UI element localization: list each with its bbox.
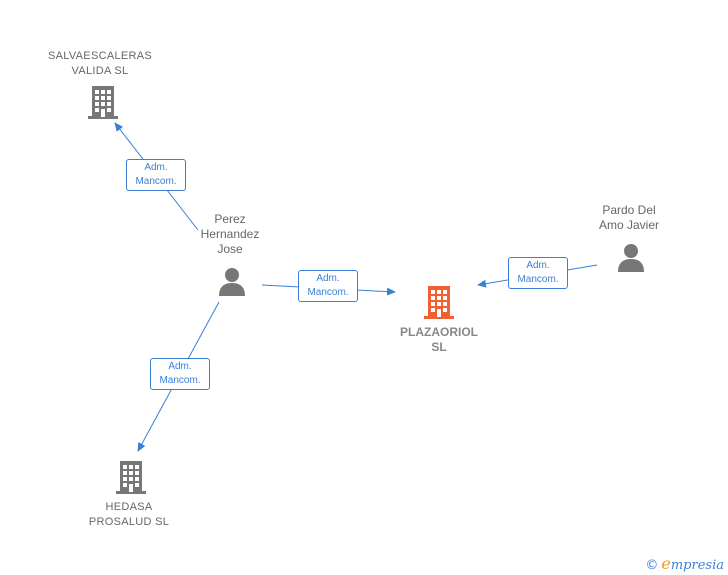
node-name-line: PROSALUD SL [88,516,170,528]
node-label-salvaescaleras: SALVAESCALERAS VALIDA SL [40,49,160,79]
node-name-line: HEDASA [105,501,153,513]
edge-label-perez-hedasa[interactable]: Adm. Mancom. [150,358,210,390]
edge-label-line: Mancom. [159,375,201,386]
brand-logo-text: mpresia [670,558,724,573]
node-label-perez: Perez Hernandez Jose [190,212,270,257]
node-name-line: PLAZAORIOL [400,325,478,339]
edge-label-line: Adm. [168,361,192,372]
node-name-line: SL [431,340,447,354]
node-name-line: Jose [217,242,243,256]
node-name-line: Pardo Del [602,203,656,217]
edge-label-line: Mancom. [307,287,349,298]
node-name-line: Perez [214,212,246,226]
node-label-hedasa: HEDASA PROSALUD SL [74,500,184,530]
node-name-line: SALVAESCALERAS [47,50,153,62]
edge-label-line: Adm. [526,260,550,271]
edge-label-line: Adm. [316,273,340,284]
node-name-line: Hernandez [200,227,260,241]
edge-label-perez-salvaescaleras[interactable]: Adm. Mancom. [126,159,186,191]
edge-label-line: Adm. [144,162,168,173]
building-icon[interactable] [114,459,148,495]
node-label-plazaoriol: PLAZAORIOL SL [384,325,494,355]
brand-logo-initial: e [661,554,671,573]
node-name-line: Amo Javier [598,218,660,232]
person-icon[interactable] [616,242,646,272]
node-label-pardo: Pardo Del Amo Javier [589,203,669,233]
edge-label-perez-plazaoriol[interactable]: Adm. Mancom. [298,270,358,302]
edge-label-line: Mancom. [135,176,177,187]
node-name-line: VALIDA SL [71,65,129,77]
brand-watermark: ©empresia [645,554,724,573]
person-icon[interactable] [217,266,247,296]
building-icon[interactable] [422,284,456,320]
copyright-icon: © [645,558,659,573]
building-icon[interactable] [86,84,120,120]
edge-label-pardo-plazaoriol[interactable]: Adm. Mancom. [508,257,568,289]
edge-label-line: Mancom. [517,274,559,285]
